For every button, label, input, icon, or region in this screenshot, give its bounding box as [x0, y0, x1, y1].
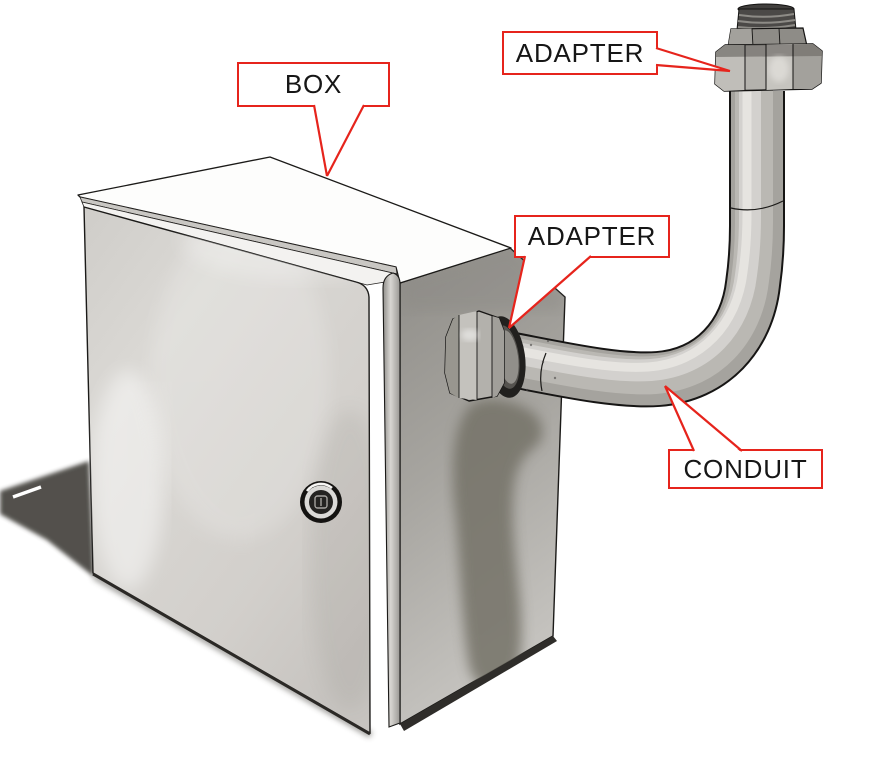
- callout-box-label: BOX: [284, 69, 343, 99]
- callout-adapter-side-label: ADAPTER: [527, 221, 657, 251]
- conduit-cast-shadow: [452, 399, 543, 691]
- door-top-lip: [79, 196, 398, 286]
- callout-conduit-label: CONDUIT: [683, 453, 808, 484]
- side-adapter-fitting: [444, 310, 526, 402]
- callout-adapter-top-label: ADAPTER: [515, 37, 645, 68]
- callout-box: BOX: [237, 62, 390, 107]
- enclosure-body-edge: [382, 272, 401, 728]
- conduit-pipe: [486, 79, 785, 408]
- conduit-seam: [540, 352, 547, 392]
- top-adapter-fitting: [714, 3, 823, 92]
- conduit-seam: [730, 200, 784, 211]
- callout-adapter-side: ADAPTER: [514, 215, 670, 258]
- callout-conduit: CONDUIT: [668, 449, 823, 489]
- callout-adapter-top: ADAPTER: [502, 31, 658, 75]
- door-lock: [300, 481, 342, 523]
